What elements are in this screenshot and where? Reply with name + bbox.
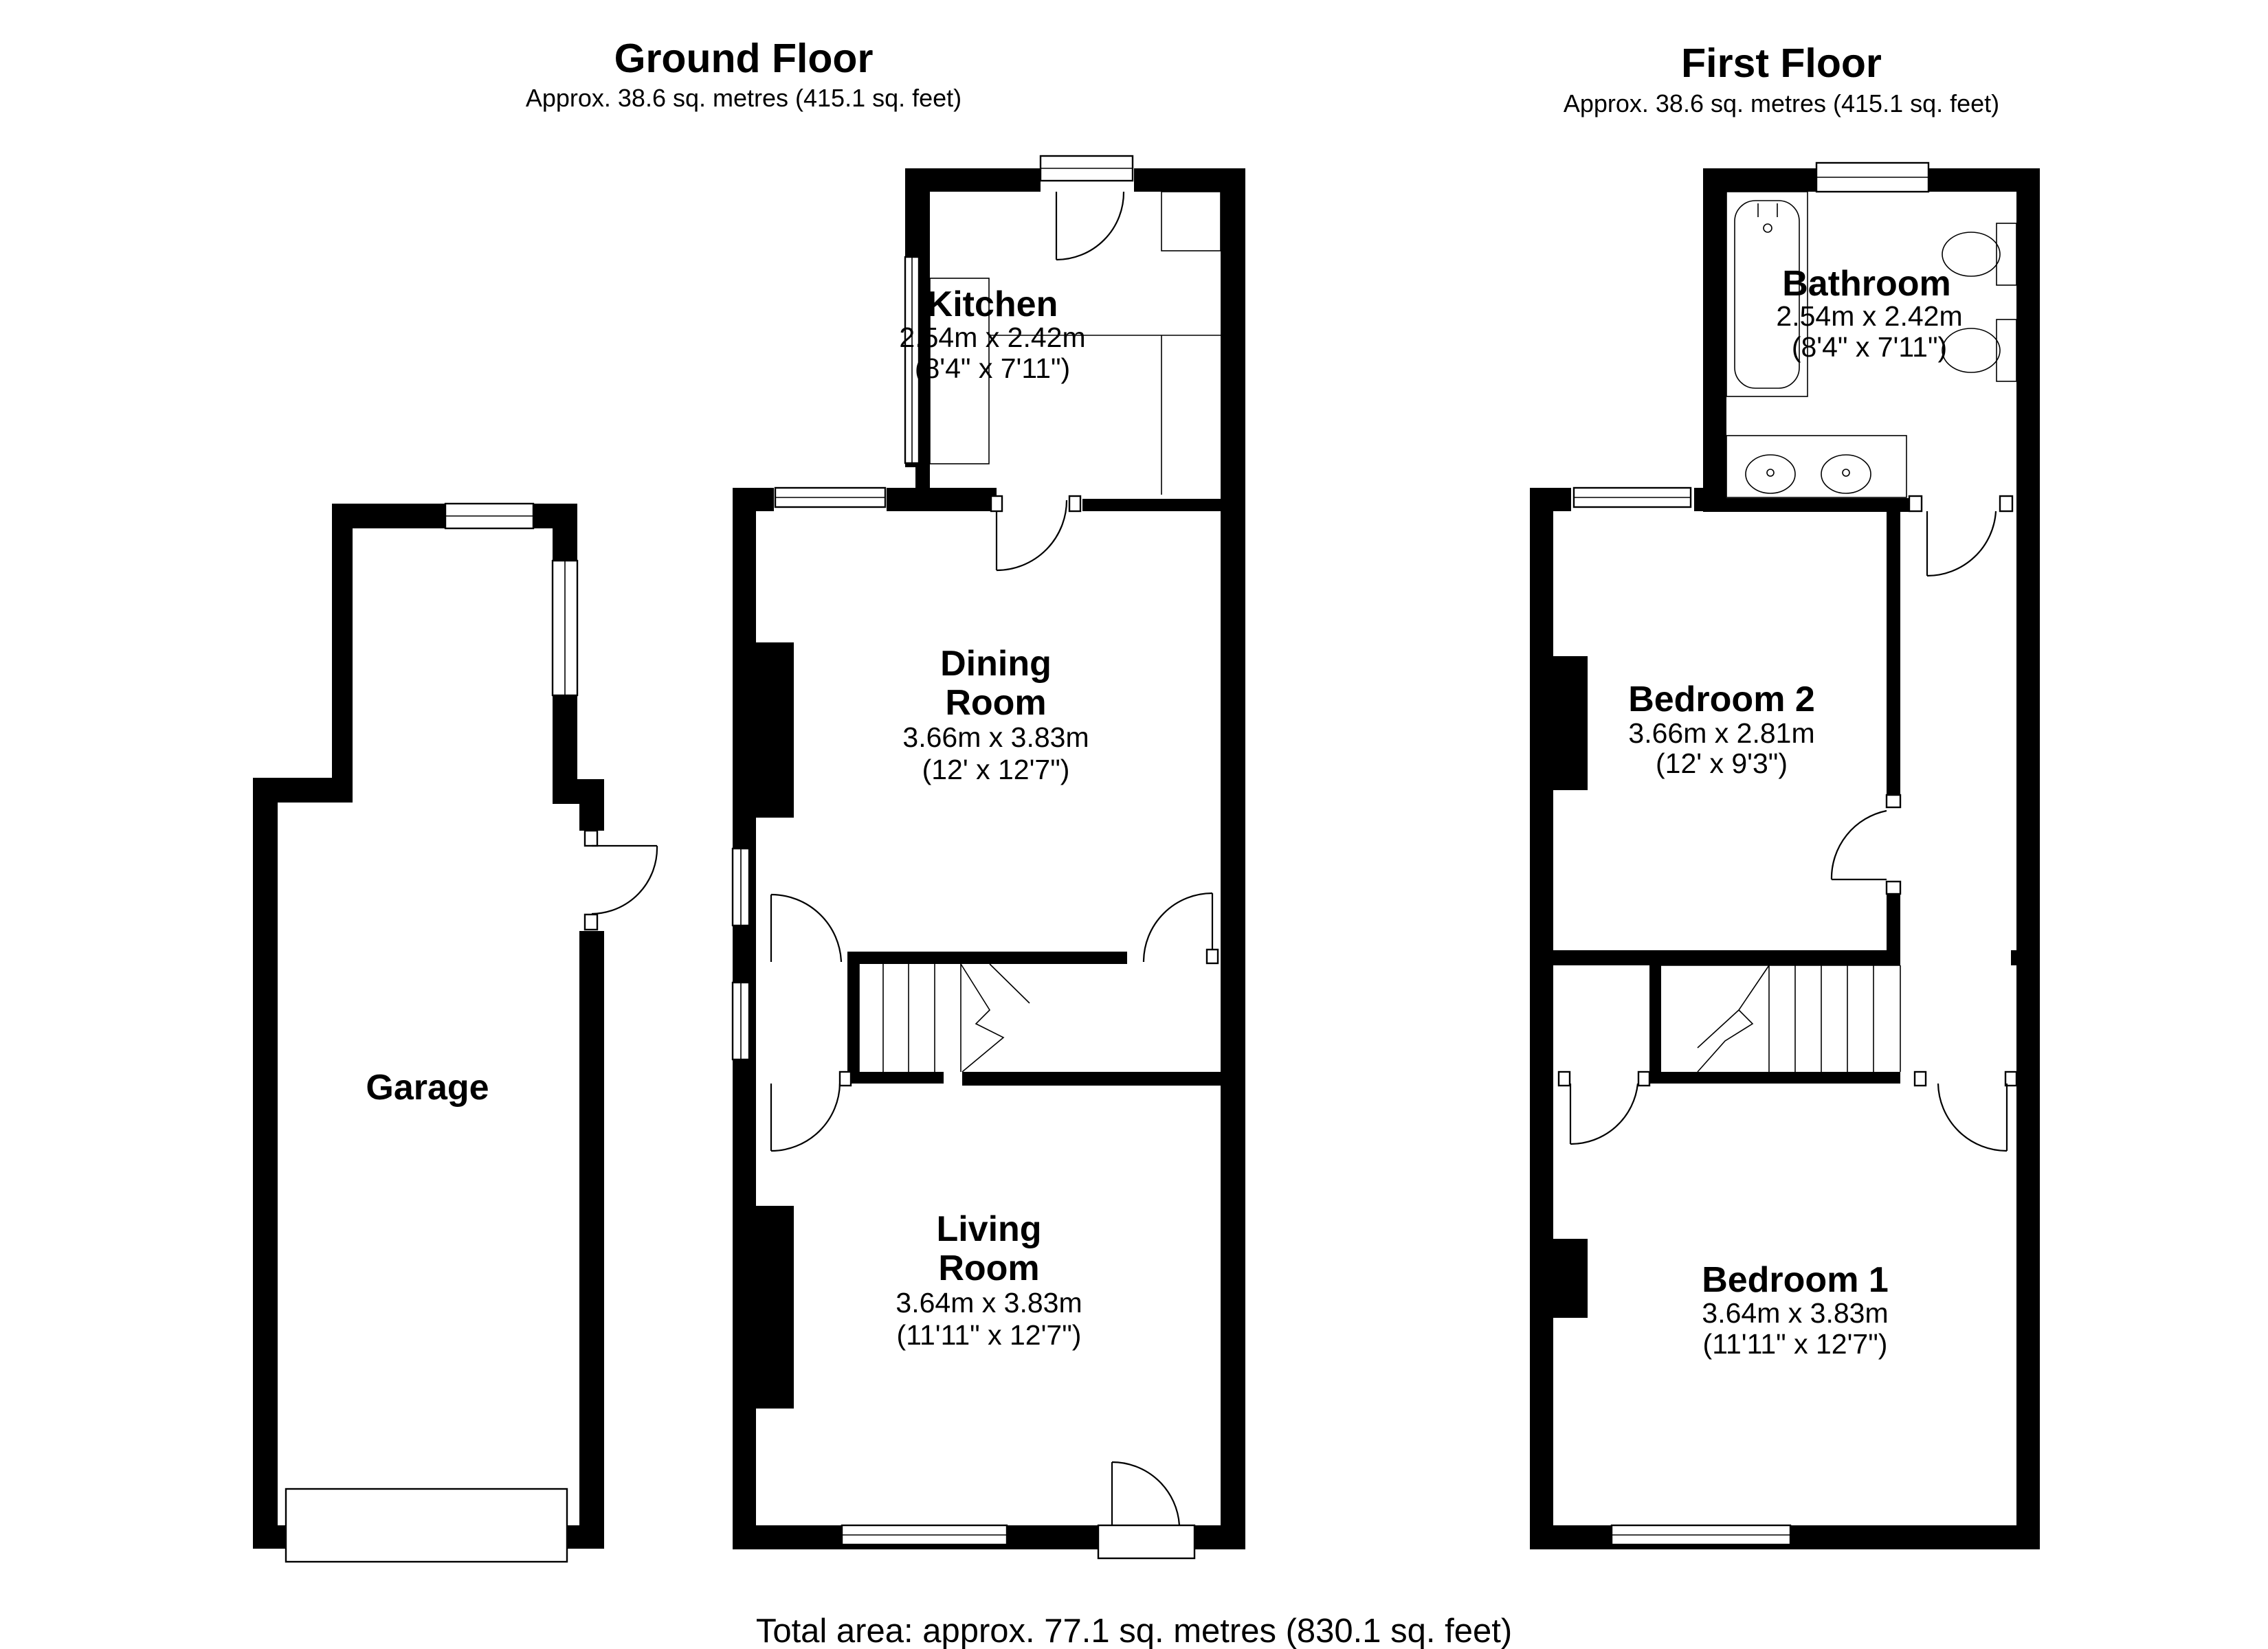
kitchen-imperial: (8'4" x 7'11") <box>915 352 1070 384</box>
bedroom1-metric: 3.64m x 3.83m <box>1702 1297 1888 1329</box>
total-area: Total area: approx. 77.1 sq. metres (830… <box>756 1613 1512 1649</box>
first-floor-area: Approx. 38.6 sq. metres (415.1 sq. feet) <box>1564 89 1999 117</box>
first-floor-title: First Floor <box>1681 41 1882 86</box>
first-floor-walls <box>1530 168 2040 1549</box>
bedroom2-imperial: (12' x 9'3") <box>1656 748 1788 779</box>
living-metric: 3.64m x 3.83m <box>896 1287 1082 1319</box>
garage-door <box>583 829 658 931</box>
ground-floor-doors <box>770 191 1219 1560</box>
first-floor-windows <box>1572 161 1930 1546</box>
bedroom1-name: Bedroom 1 <box>1702 1260 1889 1300</box>
garage-label: Garage <box>366 1068 489 1108</box>
garage-windows <box>285 502 579 1563</box>
kitchen-fittings <box>929 191 1221 495</box>
living-imperial: (11'11" x 12'7") <box>897 1319 1082 1351</box>
dining-metric: 3.66m x 3.83m <box>902 721 1089 753</box>
dining-imperial: (12' x 12'7") <box>922 754 1070 785</box>
kitchen-label: Kitchen <box>927 284 1058 324</box>
living-name-line1: Living <box>936 1209 1041 1249</box>
bathroom-imperial: (8'4" x 7'11") <box>1792 331 1947 363</box>
living-name-line2: Room <box>938 1248 1039 1288</box>
ground-floor-area: Approx. 38.6 sq. metres (415.1 sq. feet) <box>526 84 961 112</box>
first-floor-stairs <box>1661 965 1901 1073</box>
bathroom-fittings <box>1726 191 2017 498</box>
dining-name-line1: Dining <box>940 644 1052 684</box>
bedroom1-imperial: (11'11" x 12'7") <box>1703 1328 1888 1360</box>
garage-walls <box>253 504 604 1549</box>
first-floor-doors <box>1557 495 2018 1152</box>
kitchen-metric: 2.54m x 2.42m <box>899 322 1085 353</box>
bathroom-metric: 2.54m x 2.42m <box>1776 300 1962 332</box>
ground-floor-title: Ground Floor <box>614 36 874 81</box>
bedroom2-metric: 3.66m x 2.81m <box>1628 717 1814 749</box>
ground-floor-windows <box>731 155 1134 1546</box>
ground-floor-stairs <box>858 963 1030 1073</box>
bedroom2-name: Bedroom 2 <box>1628 680 1815 719</box>
bathroom-name: Bathroom <box>1782 264 1951 304</box>
dining-name-line2: Room <box>945 683 1046 723</box>
